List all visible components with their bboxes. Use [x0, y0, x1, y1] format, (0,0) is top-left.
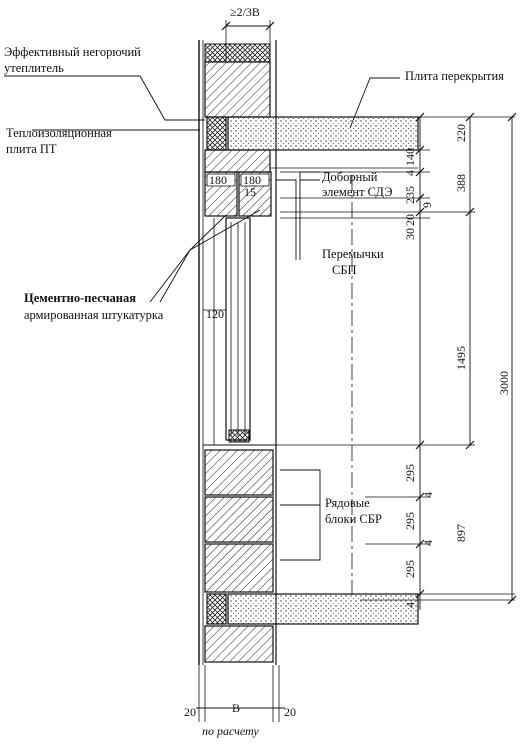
leader-lines [4, 75, 400, 561]
dim-388: 388 [454, 174, 468, 192]
dim-lintel-right: 180 [243, 173, 261, 187]
label-thermal-plate-2: плита ПТ [6, 142, 57, 156]
dimension-text: ≥2/3В 180 180 15 220 140 4 388 235 9 20 … [184, 5, 511, 719]
lintel-left-label-box [206, 173, 236, 187]
dim-295b: 295 [403, 512, 417, 530]
label-extra-element-1: Доборный [322, 170, 378, 184]
lower-wall-block [204, 625, 274, 663]
dim-9: 9 [420, 202, 434, 208]
row-block-3 [204, 543, 274, 593]
dim-4c: 4 [421, 540, 435, 546]
dim-lintel-left: 180 [209, 173, 227, 187]
dim-top-width: ≥2/3В [230, 5, 260, 19]
dim-4a: 4 [403, 170, 417, 176]
dim-3000: 3000 [497, 371, 511, 395]
label-extra-element-2: элемент СДЭ [322, 185, 392, 199]
label-plaster-2: армированная штукатурка [24, 308, 164, 322]
label-plaster-1: Цементно-песчаная [24, 291, 136, 305]
label-blocks-1: Рядовые [325, 496, 370, 510]
dim-bottom-left: 20 [184, 705, 196, 719]
dimension-lines [196, 20, 517, 722]
dim-lintel-overlap: 15 [244, 185, 256, 199]
lower-floor-slab [227, 593, 419, 625]
dim-20: 20 [403, 214, 417, 226]
dim-30: 30 [403, 228, 417, 240]
dim-295c: 295 [403, 560, 417, 578]
top-wall-edge [204, 43, 271, 63]
dim-bottom-right: 20 [284, 705, 296, 719]
wall-structure [198, 40, 419, 665]
dim-4d: 4 [403, 602, 417, 608]
dim-897: 897 [454, 524, 468, 542]
label-insulation-effective-2: утеплитель [4, 61, 64, 75]
dim-235: 235 [403, 186, 417, 204]
label-insulation-effective-1: Эффективный негорючий [4, 45, 141, 59]
row-block-2 [204, 496, 274, 543]
window-sill-frame [228, 429, 250, 443]
label-lintels-1: Перемычки [322, 247, 384, 261]
row-block-1 [204, 449, 274, 496]
dim-120: 120 [206, 307, 224, 321]
label-thermal-plate-1: Теплоизоляционная [6, 126, 112, 140]
dim-1495: 1495 [454, 346, 468, 370]
dim-4b: 4 [421, 492, 435, 498]
labels: Эффективный негорючий утеплитель Теплоиз… [4, 45, 504, 738]
label-floor-slab: Плита перекрытия [405, 69, 504, 83]
label-blocks-2: блоки СБР [325, 512, 382, 526]
top-wall-block [204, 61, 271, 118]
lower-thermal-plate [206, 593, 227, 625]
lintel-right-label-box [240, 173, 270, 187]
label-by-calc: по расчету [202, 724, 259, 738]
dim-220: 220 [454, 124, 468, 142]
floor-slab [227, 116, 419, 151]
dim-140: 140 [403, 148, 417, 166]
dim-bottom-b: В [232, 701, 240, 715]
thermal-plate [206, 116, 227, 151]
extra-element-sde [204, 149, 271, 173]
dim-295a: 295 [403, 464, 417, 482]
label-lintels-2: СБП [332, 263, 357, 277]
